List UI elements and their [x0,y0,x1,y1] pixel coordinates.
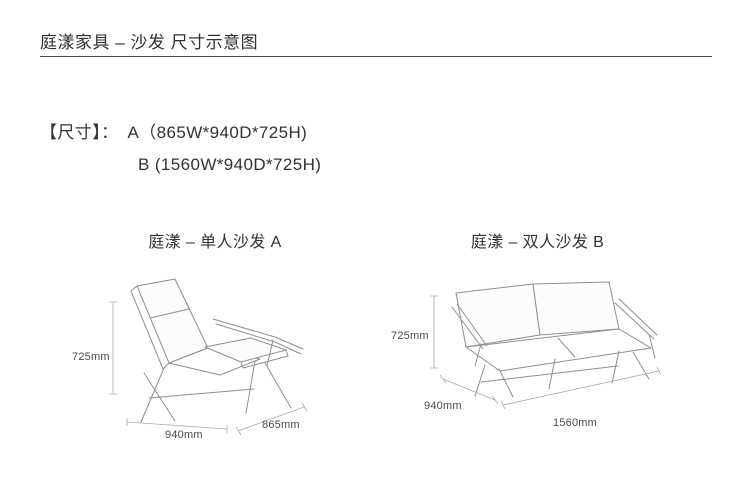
armrest-left [451,303,488,367]
armrest-right [614,298,658,359]
double-depth-label: 940mm [424,400,462,412]
single-sofa-drawing [109,278,308,436]
legs [140,360,292,423]
single-width-label: 865mm [262,419,300,431]
double-sofa-drawing [430,281,662,410]
seat-cushion-edge [240,349,289,369]
caption-single-sofa: 庭漾 – 单人沙发 A [148,234,282,251]
dimension-lines [109,301,308,436]
armrest-underside [215,323,302,355]
caption-double-sofa: 庭漾 – 双人沙发 B [470,234,605,251]
seat-deck [465,328,652,372]
spec-label: 【尺寸】： [40,123,119,142]
depth-dim-line [126,418,228,433]
depth-dim-line [439,374,499,405]
width-dim-line [500,366,662,410]
title-divider [40,56,712,57]
back-cushion-edge [130,285,170,370]
spec-line-a: 【尺寸】： A（865W*940D*725H) [40,118,307,143]
armrest-post [266,339,274,367]
height-dim-line [430,295,438,369]
height-dim-line [109,301,117,395]
double-width-label: 1560mm [553,417,597,429]
legs [474,350,650,398]
single-depth-label: 940mm [165,429,203,441]
back-cushion-seam [149,308,190,319]
dimension-lines [430,295,662,410]
back-cushion-right [532,281,620,336]
spec-line-b: B (1560W*940D*725H) [138,155,321,175]
seat-seam [557,337,576,358]
width-dim-line [235,402,308,436]
back-cushion [136,278,209,364]
spec-value-b: B (1560W*940D*725H) [138,155,322,174]
double-height-label: 725mm [391,330,429,342]
armrest [212,318,304,350]
single-height-label: 725mm [72,351,110,363]
page-title: 庭漾家具 – 沙发 尺寸示意图 [40,33,259,52]
back-cushion-left [455,283,541,348]
spec-value-a: A（865W*940D*725H) [127,123,308,142]
